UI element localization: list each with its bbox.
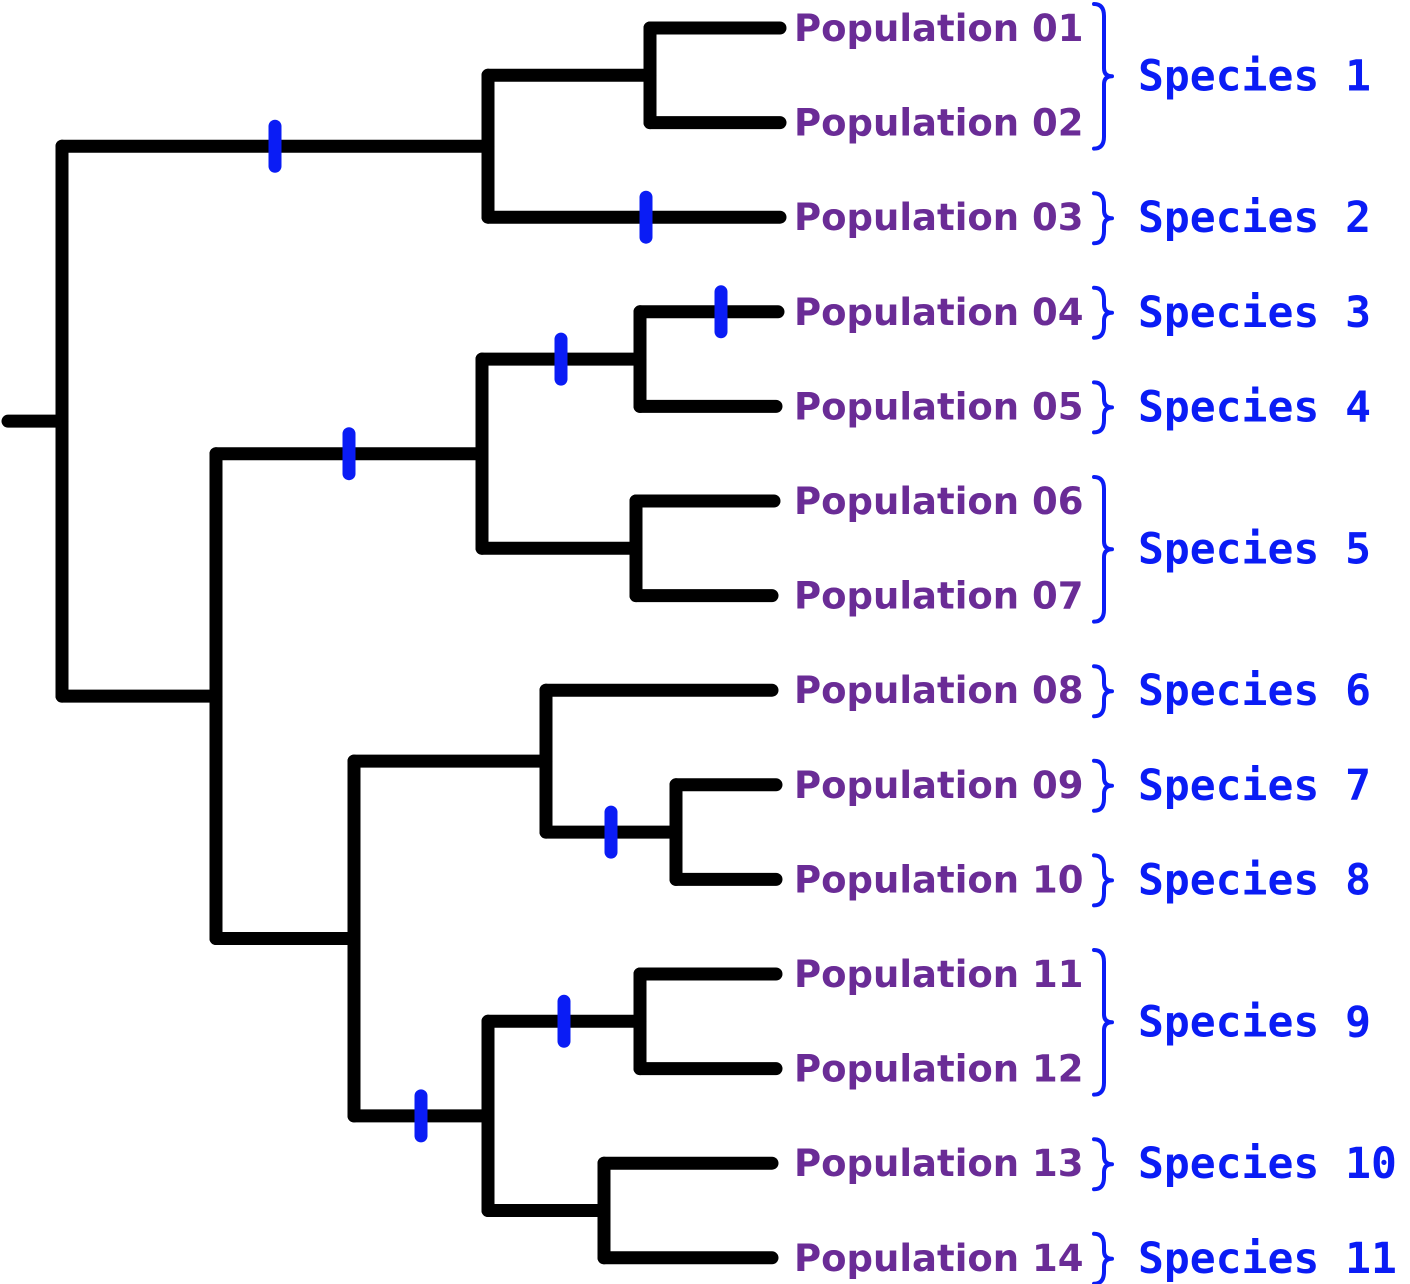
species-brace xyxy=(1092,1137,1114,1192)
species-brace xyxy=(1092,475,1114,624)
population-label: Population 11 xyxy=(794,953,1084,996)
species-label: Species 5 xyxy=(1138,524,1371,574)
population-label: Population 09 xyxy=(794,764,1084,807)
species-brace xyxy=(1092,853,1114,908)
population-label: Population 08 xyxy=(794,669,1084,712)
population-label: Population 12 xyxy=(794,1048,1084,1091)
species-label: Species 4 xyxy=(1138,382,1371,432)
population-labels: Population 01 Population 02 Population 0… xyxy=(794,7,1084,1280)
species-brace xyxy=(1092,948,1114,1097)
species-label: Species 8 xyxy=(1138,855,1371,905)
species-label: Species 9 xyxy=(1138,997,1371,1047)
species-label: Species 7 xyxy=(1138,761,1371,811)
population-label: Population 02 xyxy=(794,102,1084,145)
population-label: Population 10 xyxy=(794,858,1084,901)
species-brace xyxy=(1092,758,1114,813)
population-label: Population 06 xyxy=(794,480,1084,523)
species-label: Species 11 xyxy=(1138,1234,1397,1284)
species-label: Species 2 xyxy=(1138,193,1371,243)
species-label: Species 1 xyxy=(1138,51,1371,101)
species-brace xyxy=(1092,285,1114,340)
tree-branches xyxy=(1,21,787,1265)
species-labels: Species 1 Species 2 Species 3 Species 4 … xyxy=(1138,51,1397,1284)
species-brace xyxy=(1092,380,1114,435)
species-label: Species 3 xyxy=(1138,288,1371,338)
population-label: Population 03 xyxy=(794,196,1084,239)
species-brace xyxy=(1092,664,1114,719)
population-label: Population 01 xyxy=(794,7,1084,50)
species-brace xyxy=(1092,1231,1114,1284)
species-braces xyxy=(1092,2,1114,1284)
species-brace xyxy=(1092,2,1114,151)
population-label: Population 14 xyxy=(794,1237,1084,1280)
species-brace xyxy=(1092,191,1114,246)
population-label: Population 07 xyxy=(794,575,1084,618)
population-label: Population 05 xyxy=(794,385,1084,428)
species-label: Species 6 xyxy=(1138,666,1371,716)
population-label: Population 04 xyxy=(794,291,1084,334)
species-label: Species 10 xyxy=(1138,1139,1397,1189)
branch-markers xyxy=(268,119,728,1143)
population-label: Population 13 xyxy=(794,1142,1084,1185)
